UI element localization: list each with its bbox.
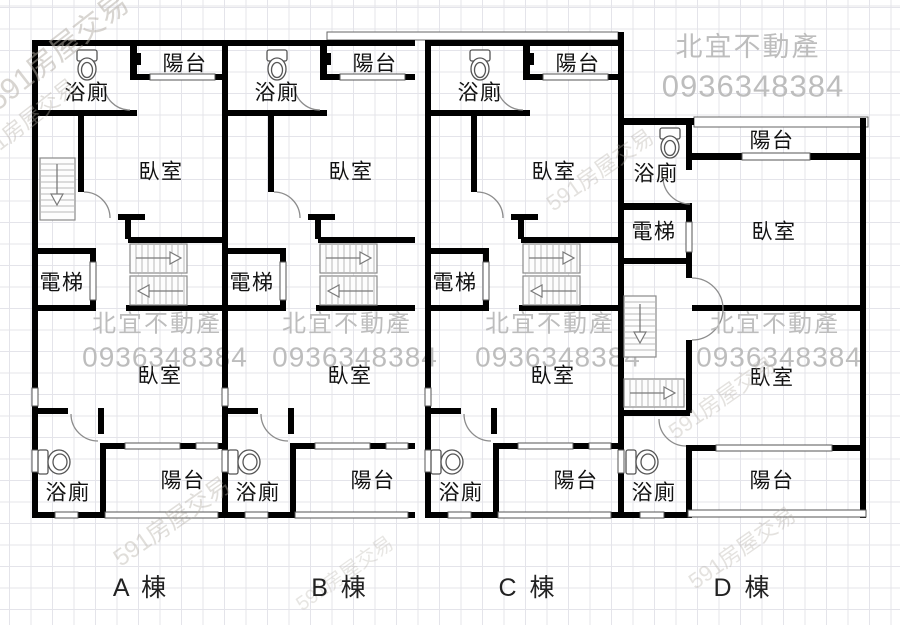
unit-a-plan: 浴廁 陽台 臥室 電梯 臥室 浴廁 陽台 北宜不動產 0936348384: [31, 40, 248, 519]
windows: [424, 73, 612, 519]
room-label-bedroom: 臥室: [532, 161, 577, 184]
room-label-balcony: 陽台: [750, 130, 795, 153]
unit-d-plan: 浴廁 陽台 電梯 臥室 臥室 浴廁 陽台 北宜不動產 0936348384: [617, 32, 867, 519]
toilet-icon: [625, 449, 659, 475]
room-label-bathroom: 浴廁: [255, 82, 300, 105]
toilet-icon: [469, 49, 491, 81]
unit-walls: [425, 40, 618, 518]
watermark-phone: 0936348384: [475, 342, 641, 373]
toilet-icon: [659, 127, 681, 159]
watermark-company: 北宜不動產: [282, 311, 412, 338]
door-arcs: [658, 176, 724, 447]
room-label-balcony: 陽台: [556, 53, 601, 76]
unit-c-plan: 浴廁 陽台 臥室 電梯 臥室 浴廁 陽台 北宜不動產 0936348384: [424, 40, 641, 519]
room-label-bathroom: 浴廁: [65, 82, 110, 105]
toilet-icon: [227, 449, 261, 475]
windows: [31, 73, 219, 519]
toilet-icon: [266, 49, 288, 81]
staircase-icon: [623, 295, 657, 358]
room-label-bathroom: 浴廁: [439, 482, 484, 505]
room-label-bedroom: 臥室: [328, 365, 373, 388]
elevator-door: [685, 221, 693, 253]
unit-walls: [222, 40, 415, 518]
watermark-phone: 0936348384: [272, 342, 438, 373]
room-label-bathroom: 浴廁: [236, 482, 281, 505]
door-arcs: [260, 83, 321, 442]
room-label-bedroom: 臥室: [752, 221, 797, 244]
balcony-window-frame: [326, 31, 619, 41]
room-label-bathroom: 浴廁: [632, 482, 677, 505]
elevator-door: [482, 261, 490, 301]
toilet-icon: [37, 449, 71, 475]
windows: [617, 152, 867, 519]
balcony-window-frame: [693, 116, 869, 128]
room-label-balcony: 陽台: [554, 470, 599, 493]
watermark-company: 北宜不動產: [485, 311, 615, 338]
room-label-balcony: 陽台: [750, 470, 795, 493]
room-label-balcony: 陽台: [351, 470, 396, 493]
watermark-phone: 0936348384: [662, 69, 844, 104]
room-label-balcony: 陽台: [161, 470, 206, 493]
room-label-bedroom: 臥室: [139, 161, 184, 184]
room-label-bedroom: 臥室: [138, 365, 183, 388]
staircase-icon: [623, 378, 685, 408]
room-label-elevator: 電梯: [40, 272, 85, 295]
elevator-door: [89, 261, 97, 301]
unit-walls: [32, 40, 225, 518]
door-arcs: [463, 83, 524, 442]
unit-caption-b: B 棟: [311, 574, 369, 602]
watermark-company: 北宜不動產: [710, 311, 840, 338]
toilet-icon: [76, 49, 98, 81]
watermark-phone: 0936348384: [82, 342, 248, 373]
watermark-company: 北宜不動產: [676, 32, 821, 62]
room-label-bedroom: 臥室: [750, 367, 795, 390]
unit-caption-c: C 棟: [498, 574, 557, 602]
staircase-icon: [129, 243, 188, 306]
windows: [221, 73, 409, 519]
room-label-bedroom: 臥室: [531, 365, 576, 388]
door-arcs: [70, 83, 131, 442]
room-label-balcony: 陽台: [353, 53, 398, 76]
room-label-bathroom: 浴廁: [458, 82, 503, 105]
staircase-icon: [319, 243, 378, 306]
staircase-icon: [39, 157, 76, 221]
room-label-elevator: 電梯: [632, 221, 677, 244]
elevator-door: [279, 261, 287, 301]
room-label-elevator: 電梯: [433, 272, 478, 295]
room-label-bedroom: 臥室: [329, 161, 374, 184]
room-label-bathroom: 浴廁: [46, 482, 91, 505]
unit-caption-d: D 棟: [713, 574, 772, 602]
room-label-elevator: 電梯: [230, 272, 275, 295]
room-label-bathroom: 浴廁: [634, 163, 679, 186]
unit-caption-a: A 棟: [113, 574, 169, 602]
staircase-icon: [522, 243, 581, 306]
watermark-company: 北宜不動產: [92, 311, 222, 338]
unit-b-plan: 浴廁 陽台 臥室 電梯 臥室 浴廁 陽台 北宜不動產 0936348384: [221, 40, 438, 519]
watermark-phone: 0936348384: [696, 342, 862, 373]
room-label-balcony: 陽台: [163, 53, 208, 76]
toilet-icon: [430, 449, 464, 475]
